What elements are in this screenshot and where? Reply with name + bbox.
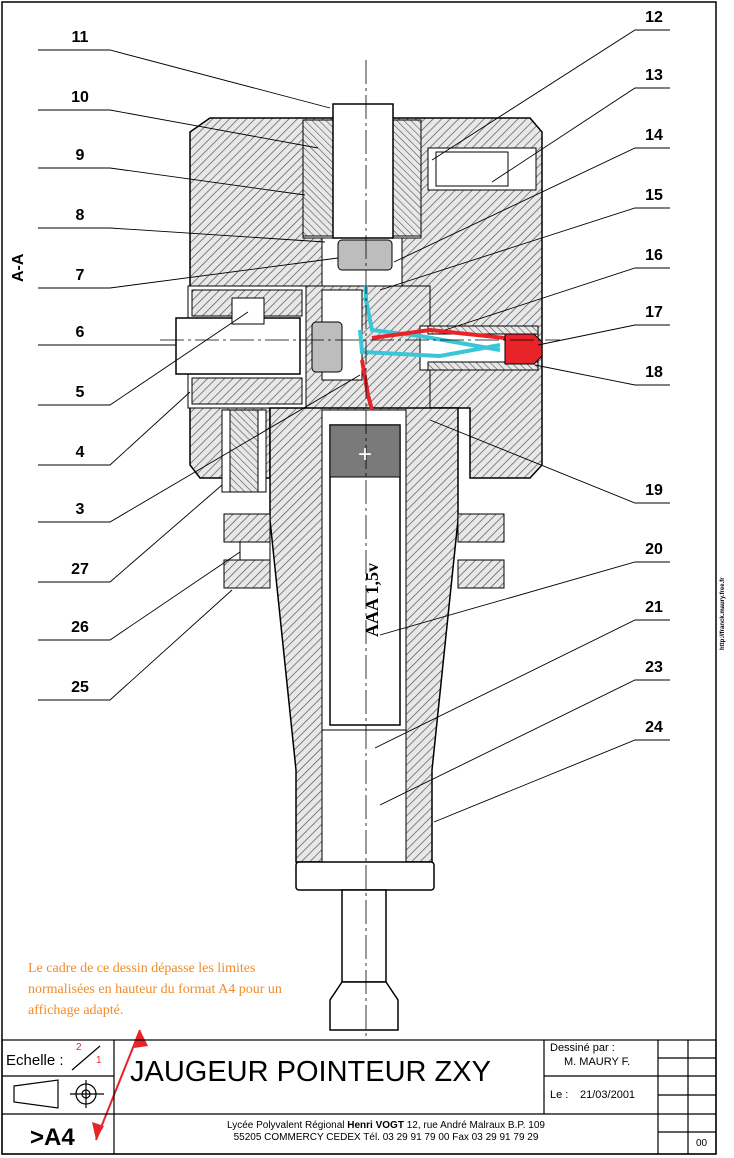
callout-4: 4: [76, 444, 85, 461]
callout-14: 14: [645, 127, 663, 144]
callout-23: 23: [645, 659, 663, 676]
led-part-17: [504, 333, 543, 365]
callout-6: 6: [76, 324, 85, 341]
probe-stem: [341, 889, 387, 983]
scale-label: Echelle :: [6, 1052, 64, 1069]
school-line1-post: 12, rue André Malraux B.P. 109: [406, 1120, 545, 1131]
scale-numerator: 2: [76, 1042, 82, 1053]
probe-tip: [329, 981, 399, 1031]
block-part-7: [337, 239, 393, 271]
callout-26: 26: [71, 619, 89, 636]
callout-27: 27: [71, 561, 89, 578]
callout-13: 13: [645, 67, 663, 84]
note-arrow: [95, 1029, 141, 1141]
callout-12: 12: [645, 9, 663, 26]
drawn-by: M. MAURY F.: [564, 1056, 631, 1068]
school-address: Lycée Polyvalent Régional Henri VOGT 12,…: [118, 1120, 654, 1144]
callout-labels: 11 10 9 8 7 6 5 4 3 27 26 25 12 13 14 15 16 17 18 19 20 21 23 2…: [71, 9, 663, 736]
plunger-part-6: [175, 317, 301, 375]
callout-9: 9: [76, 147, 85, 164]
callout-20: 20: [645, 541, 663, 558]
date-label: Le :: [550, 1089, 569, 1101]
revision-index: 00: [696, 1138, 708, 1149]
callout-21: 21: [645, 599, 663, 616]
school-line1-pre: Lycée Polyvalent Régional: [227, 1120, 345, 1131]
callout-5: 5: [76, 384, 85, 401]
scale-denominator: 1: [96, 1055, 102, 1066]
note-arrow-head-top: [134, 1030, 148, 1048]
callout-17: 17: [645, 304, 663, 321]
left-leader-lines: [38, 49, 361, 701]
school-name: Henri VOGT: [347, 1120, 404, 1131]
ball-part-4: [311, 321, 343, 373]
wire-red: [371, 327, 506, 340]
right-leader-lines: [374, 29, 670, 823]
format-note: Le cadre de ce dessin dépasse les limite…: [28, 961, 282, 1018]
wire-cyan: [364, 285, 501, 352]
format-label: >A4: [30, 1124, 75, 1151]
cap-ring: [295, 861, 435, 891]
callout-3: 3: [76, 501, 85, 518]
author-url: http://franck.maury.free.fr: [720, 577, 726, 650]
date-value: 21/03/2001: [580, 1089, 636, 1101]
screw-part-5: [231, 297, 265, 325]
wire-cyan-2: [358, 329, 501, 359]
callout-19: 19: [645, 482, 663, 499]
drawn-by-label: Dessiné par :: [550, 1042, 615, 1054]
school-line2: 55205 COMMERCY CEDEX Tél. 03 29 91 79 00…: [233, 1132, 539, 1143]
callout-16: 16: [645, 247, 663, 264]
section-label: A-A: [10, 253, 27, 282]
callout-10: 10: [71, 89, 89, 106]
callout-11: 11: [72, 29, 89, 46]
title-block: [1, 1039, 717, 1155]
drawing-title: JAUGEUR POINTEUR ZXY: [130, 1056, 491, 1088]
battery-part-20: [329, 424, 401, 726]
callout-8: 8: [76, 207, 85, 224]
pin-part-11: [332, 103, 394, 239]
callout-24: 24: [645, 719, 663, 736]
callout-18: 18: [645, 364, 663, 381]
callout-15: 15: [645, 187, 663, 204]
callout-7: 7: [76, 267, 85, 284]
battery-plus: +: [358, 441, 372, 468]
wire-red-2: [360, 359, 374, 411]
note-arrow-head-bottom: [92, 1122, 104, 1140]
callout-25: 25: [71, 679, 89, 696]
battery-label: AAA 1,5v: [362, 563, 382, 637]
